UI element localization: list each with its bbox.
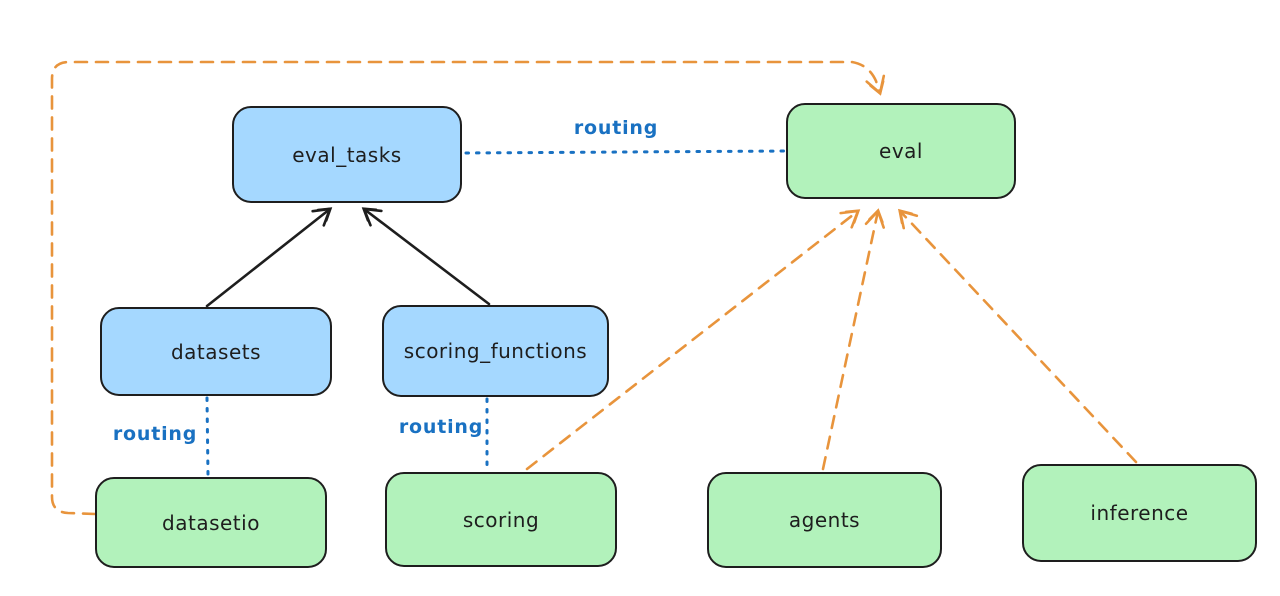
edge-datasets-to-datasetio-routing <box>205 396 210 477</box>
node-scoring-functions-label: scoring_functions <box>403 339 588 363</box>
node-datasets-label: datasets <box>170 339 262 364</box>
node-datasetio: datasetio <box>95 477 327 568</box>
edge-agents-to-eval <box>821 208 885 471</box>
node-eval-tasks-label: eval_tasks <box>292 142 402 167</box>
node-datasets: datasets <box>100 307 332 396</box>
node-scoring: scoring <box>385 472 617 567</box>
edge-label-routing-top: routing <box>573 117 659 139</box>
edge-label-routing-mid: routing <box>398 416 484 438</box>
node-datasetio-label: datasetio <box>162 510 260 535</box>
edge-eval-tasks-to-eval-routing <box>464 149 786 155</box>
edge-scoring-functions-to-eval-tasks <box>361 207 491 306</box>
node-scoring-label: scoring <box>462 507 540 532</box>
edge-inference-to-eval <box>898 208 1138 464</box>
node-agents-label: agents <box>788 508 861 532</box>
node-eval-label: eval <box>879 139 923 163</box>
edge-scoring-to-eval <box>525 209 861 471</box>
node-agents: agents <box>707 472 942 568</box>
edge-datasets-to-eval-tasks <box>205 207 333 308</box>
node-eval-tasks: eval_tasks <box>232 106 462 203</box>
node-scoring-functions: scoring_functions <box>382 305 609 397</box>
node-inference: inference <box>1022 464 1257 562</box>
edge-datasetio-to-eval <box>50 60 886 516</box>
node-eval: eval <box>786 103 1016 199</box>
node-inference-label: inference <box>1090 501 1189 525</box>
edge-label-routing-left: routing <box>112 423 198 445</box>
